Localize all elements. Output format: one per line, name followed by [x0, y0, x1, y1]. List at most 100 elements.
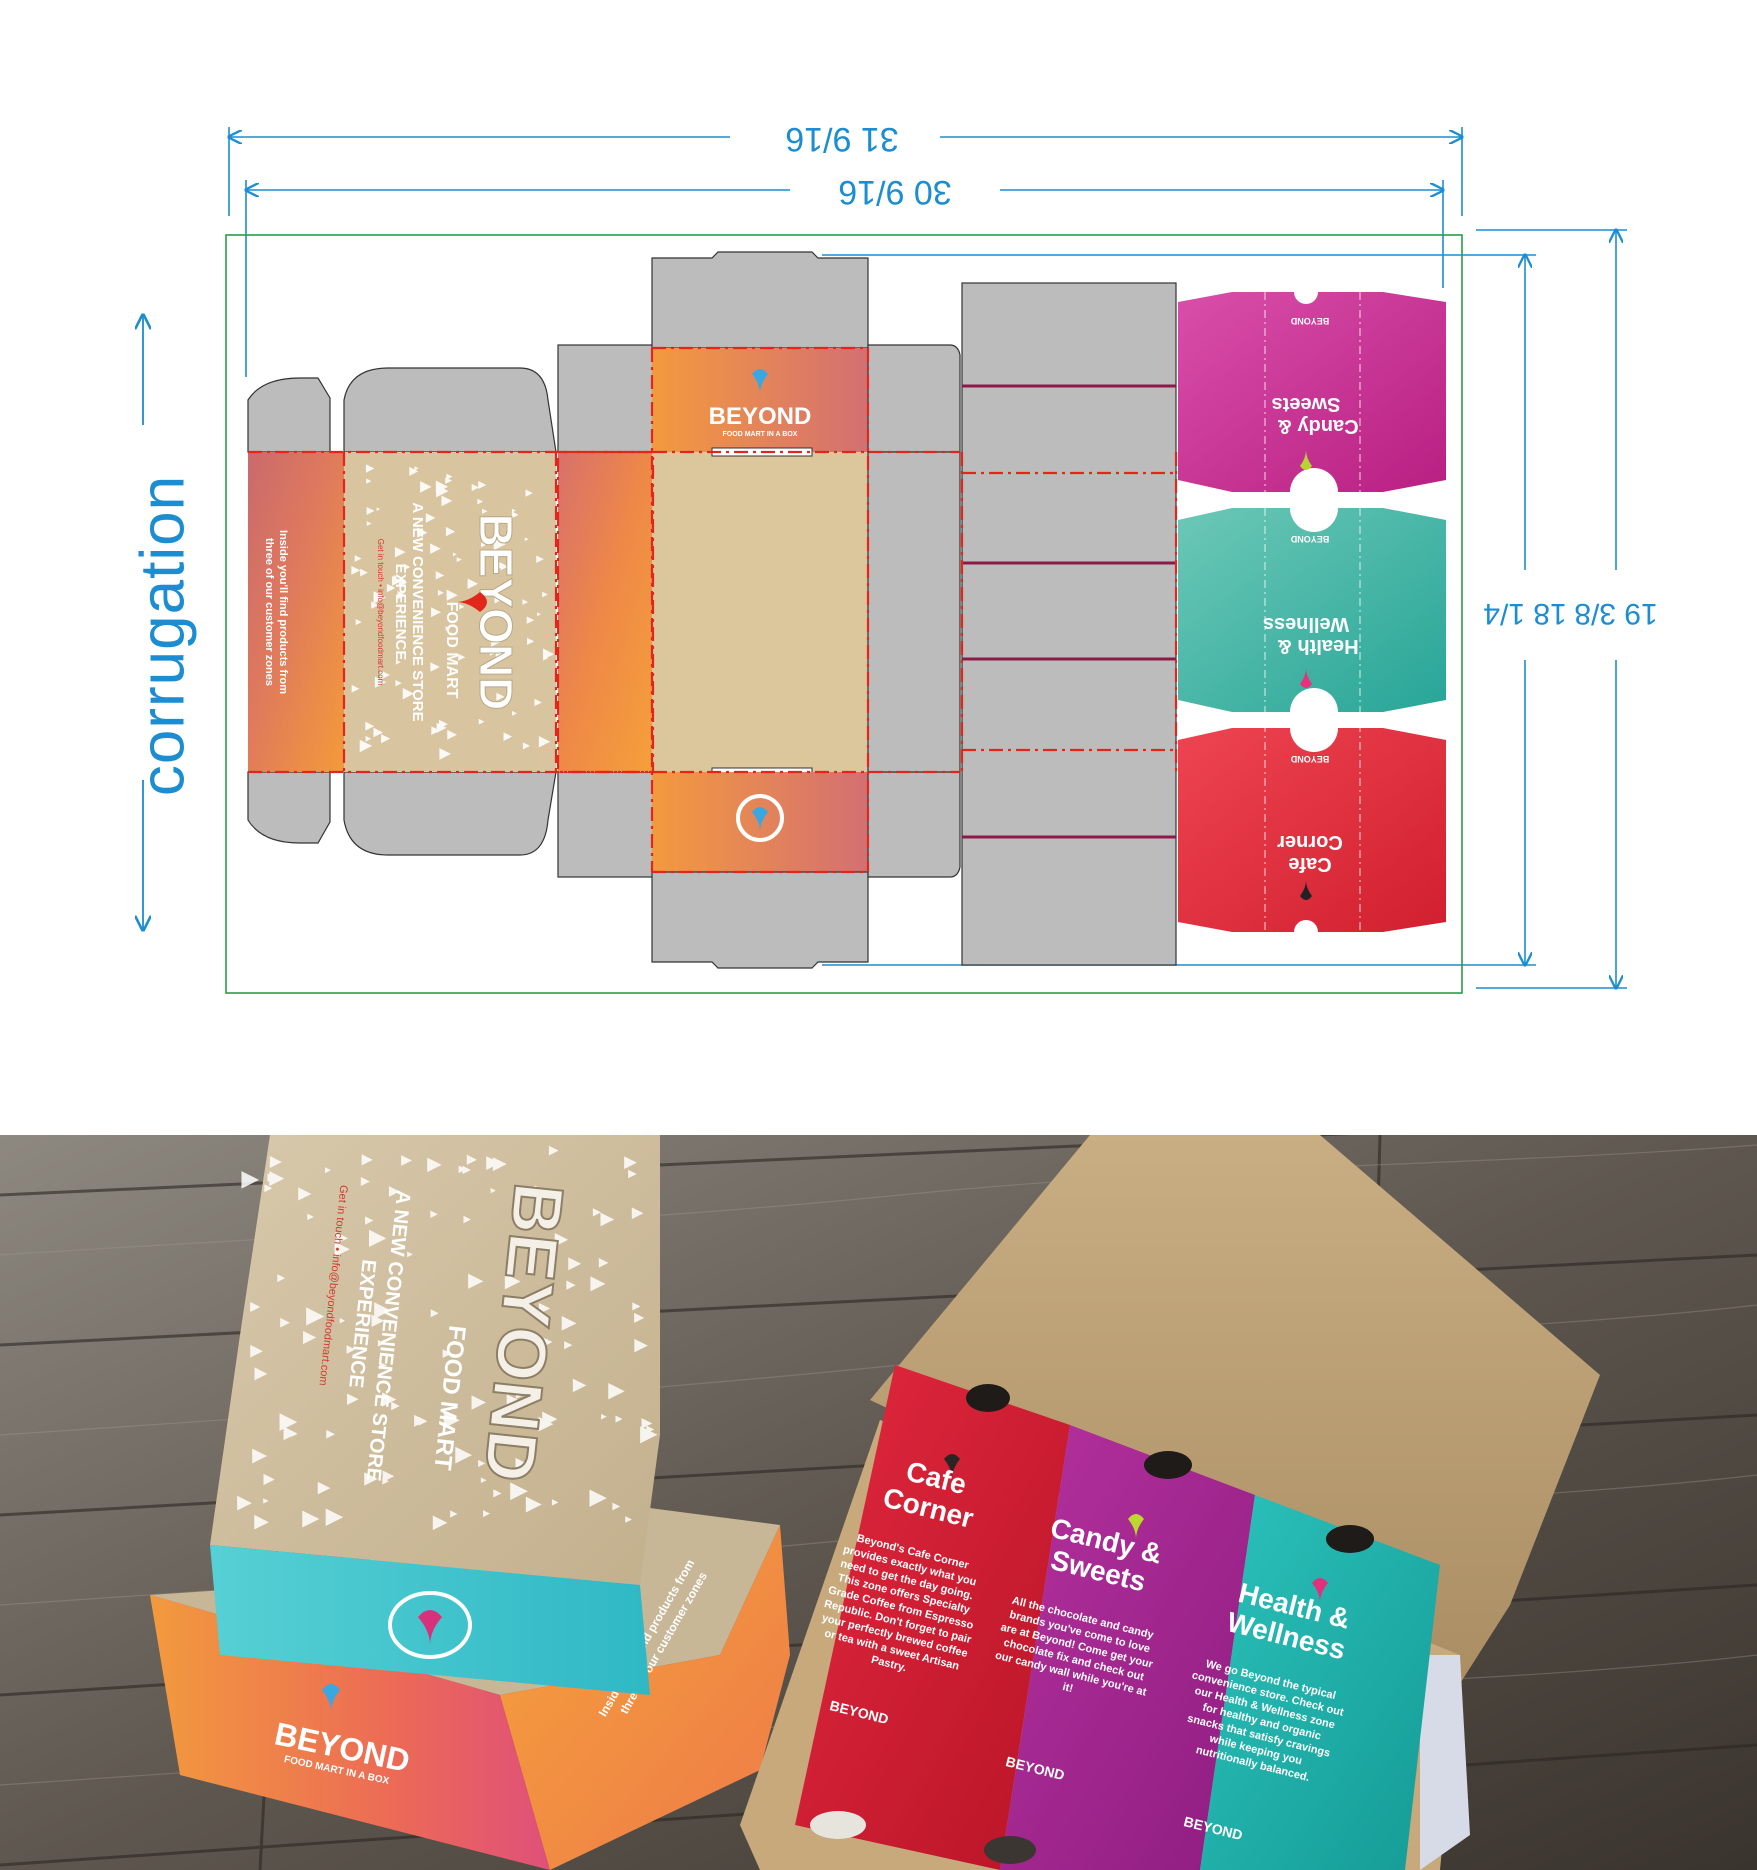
triangle-decor	[446, 473, 453, 480]
triangle-decor	[624, 1156, 637, 1169]
divider-strip	[961, 282, 1177, 966]
triangle-decor	[566, 1280, 576, 1290]
triangle-decor	[317, 1481, 331, 1495]
triangle-decor	[365, 721, 375, 731]
triangle-decor	[601, 1413, 607, 1420]
triangle-decor	[366, 506, 375, 515]
triangle-decor	[382, 1470, 395, 1483]
triangle-decor	[351, 565, 361, 575]
triangle-decor	[478, 1459, 486, 1468]
triangle-decor	[241, 1171, 259, 1189]
triangle-decor	[494, 559, 507, 572]
corrugation-label: corrugation	[128, 474, 198, 797]
triangle-decor	[522, 599, 529, 605]
triangle-decor	[640, 1426, 658, 1444]
photo-badge-ring	[388, 1591, 472, 1659]
triangle-decor	[634, 1338, 648, 1353]
top-front-panel	[652, 348, 868, 452]
triangle-decor	[477, 498, 483, 505]
triangle-decor	[471, 1395, 486, 1410]
insert-cafe-pin-icon	[1300, 880, 1312, 900]
triangle-decor	[277, 1274, 286, 1283]
triangle-decor	[478, 480, 487, 490]
divider-creases	[962, 384, 1176, 839]
triangle-decor	[511, 511, 519, 519]
triangle-decor	[409, 466, 419, 476]
triangle-decor	[374, 676, 387, 688]
triangle-decor	[417, 527, 428, 538]
insert-candy-logo: BEYOND	[1290, 316, 1329, 326]
triangle-decor	[414, 466, 419, 471]
triangle-decor	[522, 742, 530, 750]
triangle-decor	[490, 1187, 496, 1194]
triangle-decor	[435, 480, 449, 493]
triangle-decor	[445, 526, 456, 537]
front-badge-pin-icon	[752, 807, 768, 832]
triangle-decor	[418, 1416, 428, 1426]
triangle-decor	[525, 489, 533, 497]
triangle-decor	[598, 1258, 609, 1268]
triangle-decor	[503, 732, 513, 741]
triangle-decor	[269, 1155, 282, 1168]
triangle-decor	[463, 1215, 471, 1224]
front-pin-icon	[752, 369, 768, 394]
triangle-decor	[572, 1378, 587, 1393]
photo-cafe-pin-icon	[944, 1454, 960, 1479]
triangle-decor	[420, 481, 432, 493]
bottom-dust-flap	[651, 871, 869, 969]
triangle-decor	[307, 1213, 314, 1221]
triangle-decor	[263, 1498, 269, 1504]
triangle-decor	[615, 1415, 623, 1423]
triangle-decor	[380, 670, 390, 681]
insert-cafe-logo: BEYOND	[1290, 754, 1329, 764]
triangle-decor	[455, 1446, 472, 1464]
triangle-decor	[437, 589, 444, 596]
insert-health-logo: BEYOND	[1290, 534, 1329, 544]
triangle-decor	[450, 1510, 458, 1518]
triangle-decor	[489, 649, 496, 656]
triangle-decor	[538, 736, 551, 748]
triangle-decor	[600, 1212, 615, 1227]
triangle-decor	[252, 1448, 267, 1464]
lid-pin-icon	[456, 592, 487, 612]
triangle-decor	[631, 1207, 644, 1220]
insert-fold-lines	[1264, 292, 1361, 932]
triangle-decor	[306, 1307, 325, 1326]
triangle-decor	[515, 1457, 529, 1471]
outer-height-label: 19 3/8	[1574, 597, 1657, 630]
triangle-decor	[382, 1392, 397, 1407]
triangle-decor	[425, 513, 436, 523]
triangle-decor	[506, 1394, 524, 1412]
triangle-decor	[543, 648, 555, 660]
triangle-decor	[374, 1302, 391, 1319]
side-tuck-flap	[247, 377, 331, 844]
triangle-decor	[237, 1495, 252, 1511]
triangle-decor	[441, 495, 453, 507]
photo-insert-health: Health & Wellness We go Beyond the typic…	[1182, 1495, 1440, 1870]
triangle-decor	[402, 687, 415, 700]
triangle-decor	[263, 1473, 275, 1486]
photo-insert-cafe: Cafe Corner Beyond's Cafe Cornerprovides…	[795, 1365, 1070, 1870]
triangle-decor	[456, 557, 462, 563]
triangle-decor	[427, 1157, 442, 1173]
lid-tuck-flap	[343, 367, 557, 856]
triangle-decor	[590, 1276, 606, 1292]
lid-contact: Get in touch • info@beyondfoodmart.com	[376, 539, 385, 686]
triangle-decor	[554, 1232, 569, 1247]
triangle-decor	[326, 1429, 336, 1439]
triangle-decor	[280, 1317, 290, 1328]
triangle-decor	[382, 1478, 389, 1485]
triangle-decor	[510, 1482, 528, 1501]
triangle-decor	[298, 1187, 312, 1201]
triangle-decor	[432, 1515, 448, 1531]
triangle-decor	[335, 1232, 348, 1245]
lid-triangle-pattern	[351, 464, 555, 760]
triangle-decor	[458, 1165, 467, 1174]
triangle-decor	[291, 1430, 298, 1438]
triangle-decor	[365, 735, 372, 742]
triangle-decor	[504, 1273, 521, 1290]
triangle-decor	[467, 578, 479, 589]
triangle-decor	[608, 1382, 625, 1400]
triangle-decor	[283, 1426, 298, 1441]
insert-cafe-title-1: Cafe	[1288, 853, 1331, 875]
